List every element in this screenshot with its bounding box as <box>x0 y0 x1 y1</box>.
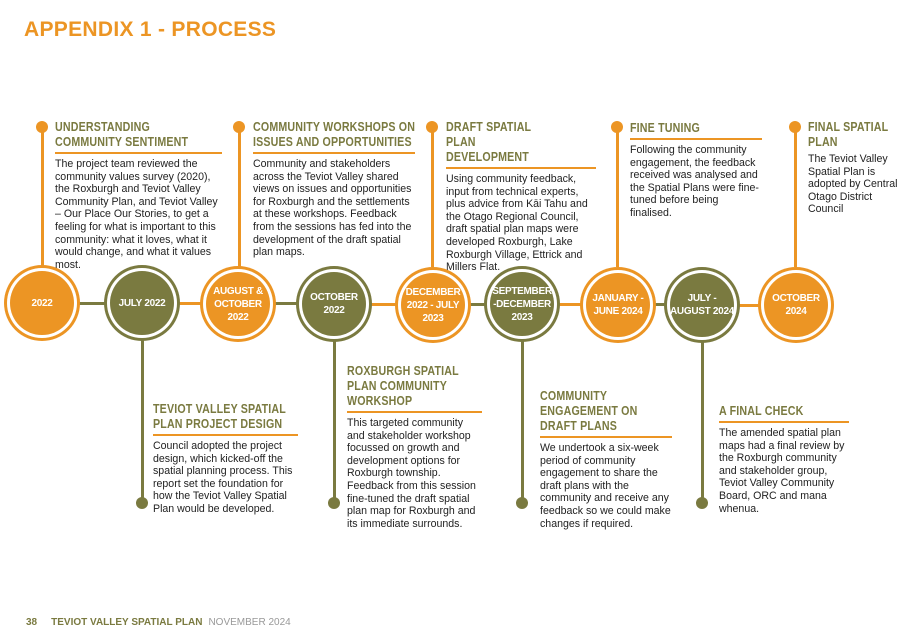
date-circle: SEPTEMBER -DECEMBER 2023 <box>490 272 554 336</box>
timeline-dot <box>789 121 801 133</box>
timeline-dot <box>426 121 438 133</box>
step-community-engagement: COMMUNITY ENGAGEMENT ON DRAFT PLANS We u… <box>540 388 672 530</box>
step-final-spatial-plan: FINAL SPATIAL PLAN The Teviot Valley Spa… <box>808 119 904 216</box>
connector <box>521 340 524 502</box>
page-footer: 38 TEVIOT VALLEY SPATIAL PLAN NOVEMBER 202… <box>26 617 291 628</box>
step-community-workshops: COMMUNITY WORKSHOPS ON ISSUES AND OPPORT… <box>253 119 415 259</box>
connector <box>271 302 301 305</box>
step-body: We undertook a six-week period of commun… <box>540 442 671 530</box>
step-body: The amended spatial plan maps had a fina… <box>719 427 845 515</box>
step-body: The project team reviewed the community … <box>55 158 218 271</box>
connector <box>735 304 763 307</box>
date-circle: OCTOBER 2022 <box>302 272 366 336</box>
connector <box>466 303 490 306</box>
step-heading: FINE TUNING <box>630 120 700 135</box>
divider <box>719 421 849 423</box>
divider <box>630 138 762 140</box>
step-final-check: A FINAL CHECK The amended spatial plan m… <box>719 403 849 515</box>
date-circle: JULY 2022 <box>110 271 174 335</box>
date-circle: JULY - AUGUST 2024 <box>670 273 734 337</box>
connector <box>555 303 585 306</box>
date-circle: 2022 <box>10 271 74 335</box>
timeline-dot <box>516 497 528 509</box>
step-project-design: TEVIOT VALLEY SPATIAL PLAN PROJECT DESIG… <box>153 401 298 516</box>
date-circle: DECEMBER 2022 - JULY 2023 <box>401 273 465 337</box>
divider <box>253 152 415 154</box>
date-circle: OCTOBER 2024 <box>764 273 828 337</box>
step-fine-tuning: FINE TUNING Following the community enga… <box>630 120 762 220</box>
timeline-dot <box>611 121 623 133</box>
step-heading: A FINAL CHECK <box>719 403 804 418</box>
step-draft-spatial-plan: DRAFT SPATIAL PLAN DEVELOPMENT Using com… <box>446 119 596 274</box>
divider <box>446 167 596 169</box>
step-body: This targeted community and stakeholder … <box>347 417 476 530</box>
step-body: Council adopted the project design, whic… <box>153 440 293 515</box>
divider <box>55 152 222 154</box>
step-heading: UNDERSTANDING COMMUNITY SENTIMENT <box>55 119 189 149</box>
page-title: APPENDIX 1 - PROCESS <box>24 18 277 41</box>
step-heading: ROXBURGH SPATIAL PLAN COMMUNITY WORKSHOP <box>347 363 459 408</box>
timeline-dot <box>328 497 340 509</box>
divider <box>153 434 298 436</box>
connector <box>141 340 144 502</box>
connector <box>701 340 704 502</box>
step-body: Following the community engagement, the … <box>630 144 759 219</box>
step-heading: FINAL SPATIAL PLAN <box>808 119 889 149</box>
step-body: Using community feedback, input from tec… <box>446 173 588 274</box>
document-date: NOVEMBER 2024 <box>208 617 291 628</box>
connector <box>794 127 797 267</box>
connector <box>431 127 434 267</box>
step-heading: DRAFT SPATIAL PLAN DEVELOPMENT <box>446 119 532 164</box>
connector <box>175 302 205 305</box>
timeline-dot <box>36 121 48 133</box>
step-understanding-community: UNDERSTANDING COMMUNITY SENTIMENT The pr… <box>55 119 222 271</box>
page-number: 38 <box>26 617 38 628</box>
date-circle: JANUARY - JUNE 2024 <box>586 273 650 337</box>
step-body: The Teviot Valley Spatial Plan is adopte… <box>808 153 898 216</box>
timeline-dot <box>696 497 708 509</box>
divider <box>540 436 672 438</box>
connector <box>238 127 241 267</box>
step-roxburgh-workshop: ROXBURGH SPATIAL PLAN COMMUNITY WORKSHOP… <box>347 363 482 530</box>
divider <box>347 411 482 413</box>
date-circle: AUGUST & OCTOBER 2022 <box>206 272 270 336</box>
step-heading: TEVIOT VALLEY SPATIAL PLAN PROJECT DESIG… <box>153 401 286 431</box>
connector <box>333 340 336 502</box>
timeline-dot <box>136 497 148 509</box>
connector <box>41 127 44 267</box>
timeline-dot <box>233 121 245 133</box>
step-body: Community and stakeholders across the Te… <box>253 158 412 259</box>
document-title: TEVIOT VALLEY SPATIAL PLAN <box>51 617 203 628</box>
connector <box>75 302 110 305</box>
connector <box>616 127 619 267</box>
step-heading: COMMUNITY ENGAGEMENT ON DRAFT PLANS <box>540 388 638 433</box>
connector <box>651 303 671 306</box>
connector <box>367 303 400 306</box>
step-heading: COMMUNITY WORKSHOPS ON ISSUES AND OPPORT… <box>253 119 416 149</box>
